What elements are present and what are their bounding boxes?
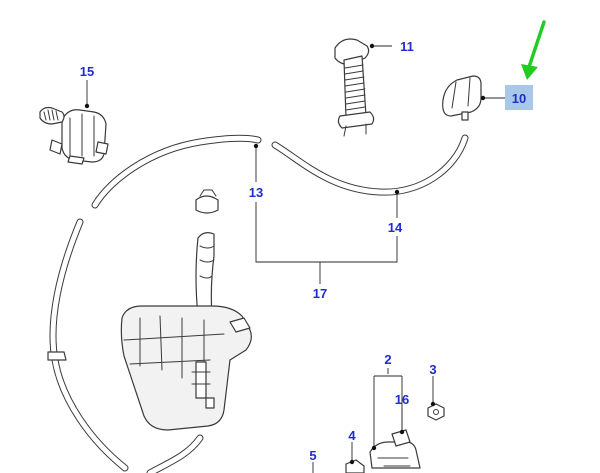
callout-10-highlight	[505, 85, 533, 110]
part-3-nut[interactable]	[427, 403, 445, 421]
part-10-nozzle[interactable]	[442, 75, 482, 121]
washer-reservoir[interactable]	[120, 232, 252, 431]
hose-13[interactable]	[91, 134, 262, 209]
part-15-clip[interactable]	[39, 106, 109, 165]
hose-14[interactable]	[271, 134, 469, 196]
pump-assembly[interactable]	[369, 429, 421, 469]
part-11-grommet[interactable]	[334, 38, 375, 137]
reservoir-cap[interactable]	[195, 189, 219, 214]
callout-15[interactable]: 15	[80, 64, 94, 79]
hose-long-left[interactable]	[47, 218, 129, 472]
callout-16[interactable]: 16	[395, 392, 409, 407]
callout-13[interactable]: 13	[249, 185, 263, 200]
callout-17[interactable]: 17	[313, 286, 327, 301]
callout-10[interactable]: 10	[512, 91, 526, 106]
callout-5[interactable]: 5	[309, 448, 316, 463]
callout-3[interactable]: 3	[429, 362, 436, 377]
callout-14[interactable]: 14	[388, 220, 403, 235]
hose-tank-bottom[interactable]	[146, 434, 204, 473]
green-arrow-icon	[521, 20, 546, 80]
callout-11[interactable]: 11	[400, 39, 414, 54]
part-4-screw[interactable]	[345, 459, 365, 473]
callout-2[interactable]: 2	[384, 352, 391, 367]
leader-lines	[84, 43, 505, 473]
callout-4[interactable]: 4	[348, 428, 356, 443]
